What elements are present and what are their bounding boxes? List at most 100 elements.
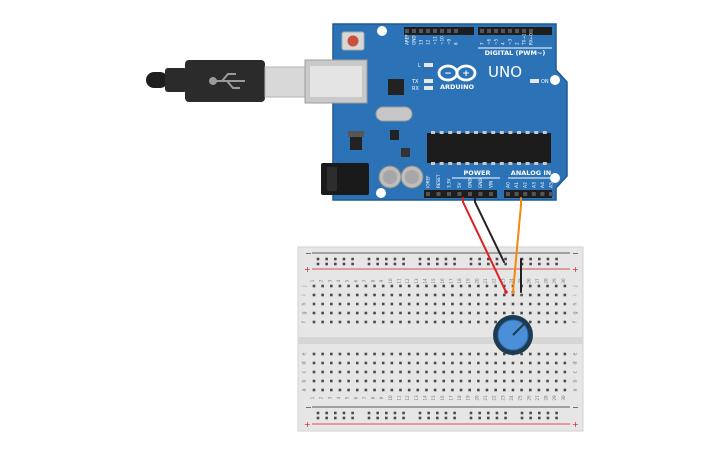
analog-pin-label: A4 bbox=[540, 182, 546, 188]
wire-end bbox=[504, 290, 508, 294]
header-pin-hole[interactable] bbox=[501, 29, 505, 33]
rail-plus-sign: + bbox=[572, 420, 579, 429]
header-pin-hole[interactable] bbox=[468, 192, 472, 196]
breadboard-column-label: 15 bbox=[431, 278, 436, 284]
header-pin-hole[interactable] bbox=[419, 29, 423, 33]
header-pin-hole[interactable] bbox=[433, 29, 437, 33]
breadboard-row-label: e bbox=[302, 352, 308, 355]
led-on bbox=[530, 79, 539, 83]
rail-plus-sign: + bbox=[304, 265, 311, 274]
brand-label: ARDUINO bbox=[440, 83, 475, 91]
potentiometer-indicator bbox=[512, 323, 525, 336]
power-header-holes[interactable] bbox=[426, 192, 553, 196]
digital-pin-label: ~6 bbox=[487, 38, 492, 45]
wire-gnd-black[interactable] bbox=[474, 197, 505, 263]
header-pin-hole[interactable] bbox=[436, 192, 441, 196]
chip-pins bbox=[431, 131, 547, 165]
header-pin-hole[interactable] bbox=[454, 29, 458, 33]
breadboard-column-label: 18 bbox=[457, 278, 462, 284]
breadboard-column-label: 29 bbox=[552, 278, 557, 284]
analog-pin-label: A2 bbox=[523, 182, 529, 188]
header-pin-hole[interactable] bbox=[426, 192, 430, 196]
header-pin-hole[interactable] bbox=[447, 192, 451, 196]
breadboard-column-label: 26 bbox=[526, 278, 531, 284]
header-pin-hole[interactable] bbox=[426, 29, 430, 33]
analog-label: ANALOG IN bbox=[511, 169, 551, 177]
breadboard-column-label: 27 bbox=[535, 278, 540, 284]
wires[interactable] bbox=[462, 197, 522, 294]
wire-5v-red[interactable] bbox=[462, 197, 507, 293]
header-pin-hole[interactable] bbox=[480, 29, 484, 33]
led-on-label: ON bbox=[541, 79, 549, 85]
arduino-infinity-logo bbox=[437, 64, 477, 82]
breadboard-row-label: c bbox=[302, 370, 308, 373]
header-pin-hole[interactable] bbox=[506, 192, 510, 196]
potentiometer[interactable] bbox=[493, 315, 533, 355]
power-pin-label: VIN bbox=[489, 181, 494, 188]
breadboard-row-label: b bbox=[573, 379, 579, 382]
breadboard-column-label: 5 bbox=[345, 396, 350, 399]
breadboard-column-label: 21 bbox=[483, 278, 488, 284]
wire-a0-orange[interactable] bbox=[512, 197, 522, 293]
header-pin-hole[interactable] bbox=[487, 29, 491, 33]
header-pin-hole[interactable] bbox=[412, 29, 416, 33]
header-pin-hole[interactable] bbox=[508, 29, 512, 33]
header-pin-hole[interactable] bbox=[529, 29, 533, 33]
header-pin-hole[interactable] bbox=[478, 192, 483, 196]
usb-cable-tip bbox=[146, 72, 168, 88]
breadboard-column-label: 19 bbox=[466, 395, 471, 401]
header-pin-hole[interactable] bbox=[531, 192, 536, 196]
power-pin-label: GND bbox=[478, 178, 483, 188]
digital-pin-label: 7 bbox=[480, 42, 485, 45]
logo-plus: + bbox=[462, 69, 470, 79]
regulator bbox=[350, 136, 362, 150]
breadboard-column-label: 6 bbox=[353, 279, 358, 282]
led-tx bbox=[424, 79, 433, 83]
header-pin-hole[interactable] bbox=[540, 192, 545, 196]
breadboard-column-label: 4 bbox=[336, 396, 341, 399]
header-pin-hole[interactable] bbox=[494, 29, 498, 33]
logo-minus: − bbox=[444, 69, 452, 79]
header-pin-hole[interactable] bbox=[523, 192, 528, 196]
breadboard-row-label: e bbox=[573, 352, 579, 355]
breadboard-column-label: 8 bbox=[371, 279, 376, 282]
reset-button-cap[interactable] bbox=[347, 35, 359, 47]
usb-chip bbox=[388, 79, 404, 95]
header-pin-hole[interactable] bbox=[549, 192, 553, 196]
led-rx-label: RX bbox=[412, 86, 419, 92]
analog-pin-label: A5 bbox=[549, 182, 555, 188]
usb-cable bbox=[146, 60, 306, 102]
rail-plus-sign: + bbox=[572, 265, 579, 274]
usb-strain-relief bbox=[165, 68, 187, 92]
digital-pin-label: 4 bbox=[501, 42, 506, 45]
breadboard-column-label: 5 bbox=[345, 279, 350, 282]
header-pin-hole[interactable] bbox=[515, 29, 519, 33]
breadboard-column-label: 15 bbox=[431, 395, 436, 401]
wire-end bbox=[511, 290, 515, 294]
digital-header-holes[interactable] bbox=[405, 29, 533, 33]
header-pin-hole[interactable] bbox=[405, 29, 409, 33]
breadboard[interactable]: − − + + − − + + 112233445566778899101011… bbox=[297, 246, 584, 432]
breadboard-column-label: 25 bbox=[518, 395, 523, 401]
breadboard-column-label: 29 bbox=[552, 395, 557, 401]
analog-header bbox=[504, 190, 552, 198]
breadboard-holes[interactable] bbox=[312, 257, 567, 420]
breadboard-row-label: h bbox=[573, 302, 579, 305]
header-pin-hole[interactable] bbox=[514, 192, 519, 196]
breadboard-column-label: 22 bbox=[492, 278, 497, 284]
header-pin-hole[interactable] bbox=[457, 192, 462, 196]
mounting-hole bbox=[376, 188, 386, 198]
header-pin-hole[interactable] bbox=[447, 29, 451, 33]
rail-plus-sign: + bbox=[304, 420, 311, 429]
breadboard-column-label: 16 bbox=[440, 278, 445, 284]
header-pin-hole[interactable] bbox=[489, 192, 493, 196]
analog-pin-label: A3 bbox=[531, 182, 537, 188]
breadboard-row-label: d bbox=[302, 361, 308, 364]
breadboard-column-label: 30 bbox=[561, 395, 566, 401]
header-pin-hole[interactable] bbox=[522, 29, 526, 33]
digital-header bbox=[404, 27, 474, 35]
crystal bbox=[375, 106, 413, 122]
rail-minus-sign: − bbox=[305, 249, 312, 258]
header-pin-hole[interactable] bbox=[440, 29, 444, 33]
